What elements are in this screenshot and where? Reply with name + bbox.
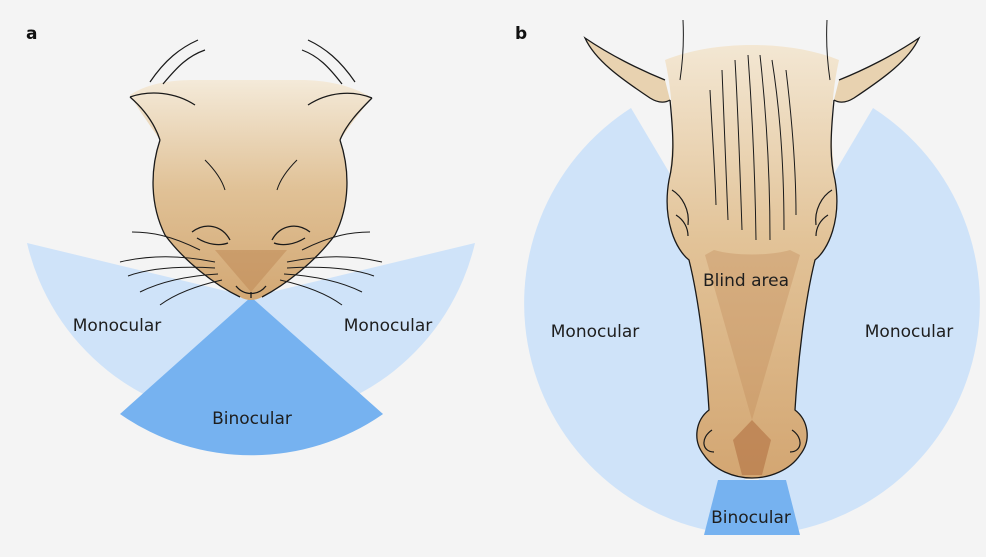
horse-left-ear bbox=[585, 38, 670, 102]
cat-binocular-label: Binocular bbox=[212, 409, 292, 429]
panel-a-cat bbox=[27, 40, 475, 455]
cat-head bbox=[120, 40, 382, 305]
cat-ear-tufts bbox=[150, 40, 355, 84]
cat-monocular-right-label: Monocular bbox=[344, 316, 433, 336]
cat-monocular-left-label: Monocular bbox=[73, 316, 162, 336]
horse-right-ear bbox=[834, 38, 919, 102]
panel-b-letter: b bbox=[515, 24, 527, 44]
horse-monocular-right-label: Monocular bbox=[865, 322, 954, 342]
horse-monocular-left-label: Monocular bbox=[551, 322, 640, 342]
horse-binocular-label: Binocular bbox=[711, 508, 791, 528]
panel-a-letter: a bbox=[26, 24, 37, 44]
horse-blind-area-label: Blind area bbox=[703, 271, 789, 291]
